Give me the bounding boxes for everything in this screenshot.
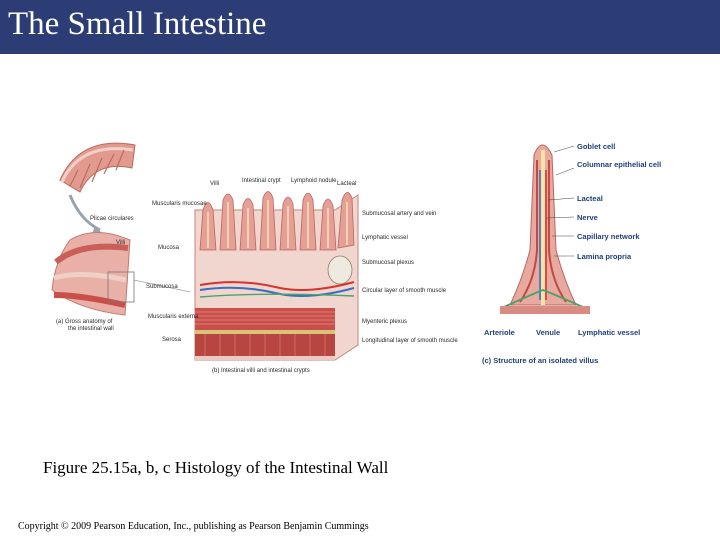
title-bar: The Small Intestine (0, 0, 720, 54)
label-lacteal-b: Lacteal (337, 181, 356, 187)
label-goblet-cell: Goblet cell (577, 142, 615, 151)
label-villi-a: Villi (116, 240, 125, 246)
label-submucosal-artery-vein: Submucosal artery and vein (362, 211, 436, 217)
panel-a-illustration: Plicae circulares Villi (a) Gross anatom… (51, 142, 191, 332)
panel-b-illustration: Villi Intestinal crypt Lymphoid nodule L… (146, 178, 458, 374)
copyright-notice: Copyright © 2009 Pearson Education, Inc.… (18, 521, 369, 532)
label-villi-b: Villi (210, 181, 219, 187)
label-submucosal-plexus: Submucosal plexus (362, 260, 414, 266)
label-lymphoid-nodule: Lymphoid nodule (291, 178, 337, 184)
label-lymphatic-vessel-c: Lymphatic vessel (578, 328, 640, 337)
label-muscularis-mucosae: Muscularis mucosae (152, 201, 207, 207)
label-columnar-epithelial-cell: Columnar epithelial cell (577, 160, 661, 169)
panel-b-caption: (b) Intestinal villi and intestinal cryp… (212, 368, 310, 374)
intestinal-wall-figure: Plicae circulares Villi (a) Gross anatom… (51, 142, 661, 374)
label-lamina-propria: Lamina propria (577, 252, 632, 261)
label-nerve: Nerve (577, 213, 598, 222)
label-arteriole: Arteriole (484, 328, 515, 337)
panel-a-caption-1: (a) Gross anatomy of (56, 319, 113, 325)
label-lymphatic-vessel-b: Lymphatic vessel (362, 235, 408, 241)
label-submucosa: Submucosa (146, 284, 178, 290)
label-serosa: Serosa (162, 337, 182, 343)
label-mucosa: Mucosa (158, 245, 180, 251)
figure-caption: Figure 25.15a, b, c Histology of the Int… (43, 458, 389, 477)
slide-title: The Small Intestine (8, 6, 267, 42)
label-lacteal-c: Lacteal (577, 194, 603, 203)
label-plicae-circulares: Plicae circulares (90, 216, 134, 222)
label-venule: Venule (536, 328, 560, 337)
label-intestinal-crypt: Intestinal crypt (242, 178, 281, 184)
panel-a-caption-2: the intestinal wall (68, 326, 114, 332)
label-myenteric-plexus: Myenteric plexus (362, 319, 407, 325)
label-longitudinal-layer: Longitudinal layer of smooth muscle (362, 338, 458, 344)
panel-c-illustration: Goblet cell Columnar epithelial cell Lac… (482, 142, 661, 365)
label-muscularis-externa: Muscularis externa (148, 314, 199, 320)
label-circular-layer: Circular layer of smooth muscle (362, 288, 447, 294)
label-capillary-network: Capillary network (577, 232, 640, 241)
panel-c-caption: (c) Structure of an isolated villus (482, 356, 598, 365)
